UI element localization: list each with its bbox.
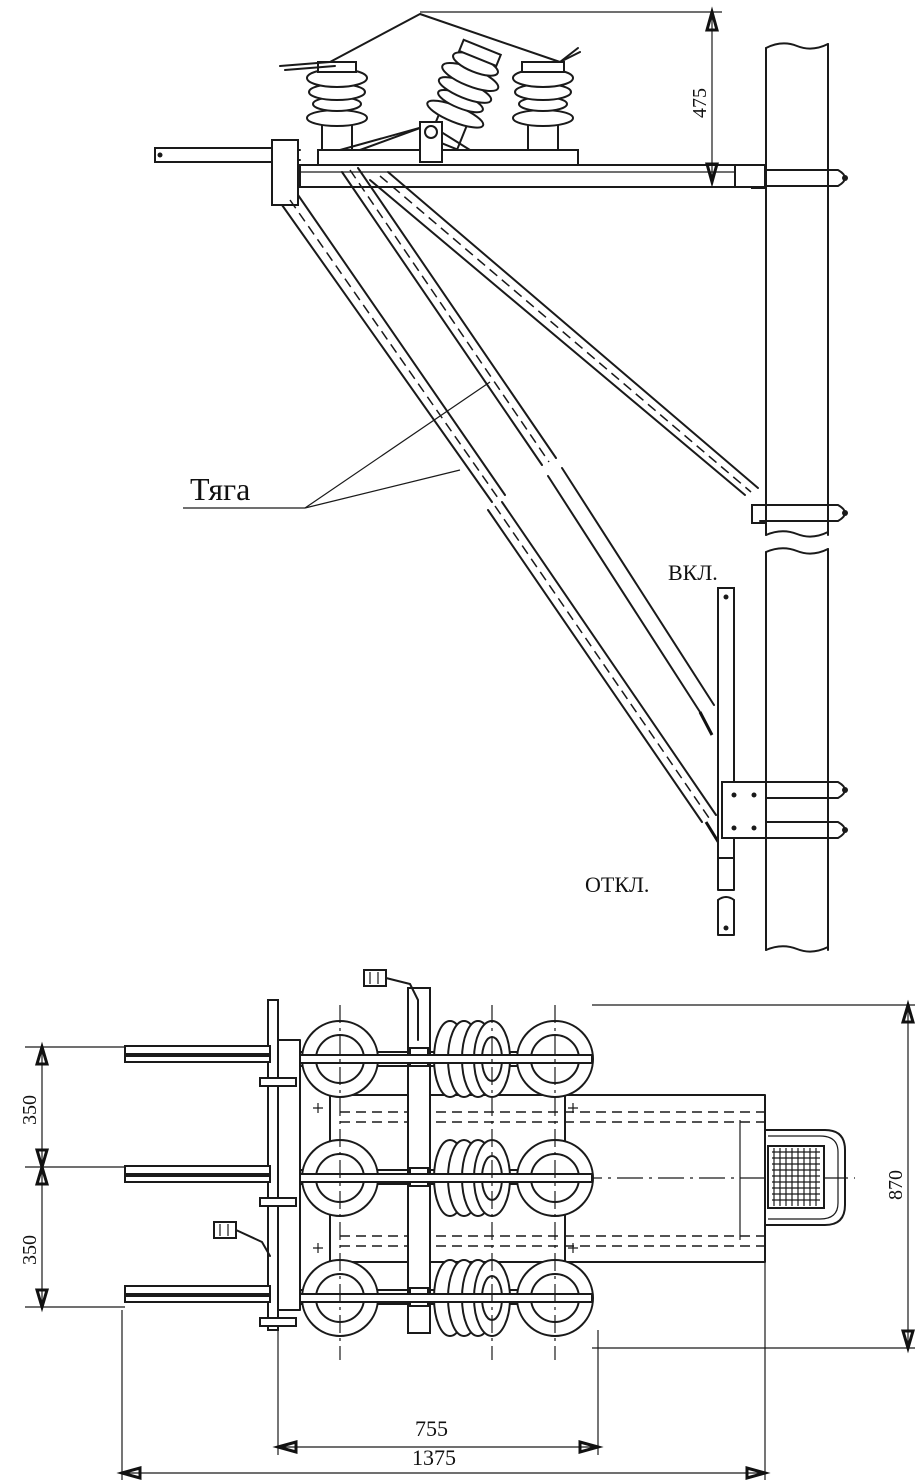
dimension-1375: 1375 bbox=[116, 1262, 771, 1480]
pole-grid bbox=[764, 1129, 846, 1226]
plan-insulators bbox=[299, 1005, 594, 1360]
dimension-pitch: 350 350 bbox=[19, 1041, 125, 1313]
operating-rods bbox=[281, 167, 759, 849]
side-labels: Тяга ВКЛ. ОТКЛ. bbox=[183, 381, 718, 897]
clamp-mid bbox=[751, 504, 848, 524]
drive-handle bbox=[717, 587, 767, 936]
dim-350-lower-label: 350 bbox=[19, 1235, 41, 1265]
on-label: ВКЛ. bbox=[668, 560, 718, 585]
off-label: ОТКЛ. bbox=[585, 872, 649, 897]
rod-label: Тяга bbox=[190, 471, 250, 507]
dim-870-label: 870 bbox=[885, 1170, 907, 1200]
dim-755-label: 755 bbox=[415, 1416, 448, 1441]
insulator-right bbox=[512, 61, 574, 151]
dimension-870: 870 bbox=[592, 999, 916, 1354]
plan-rods bbox=[124, 1045, 297, 1327]
row-1 bbox=[299, 1020, 594, 1098]
dim-350-upper-label: 350 bbox=[19, 1095, 41, 1125]
dim-475-label: 475 bbox=[689, 88, 711, 118]
dimension-475: 475 bbox=[420, 6, 765, 188]
grid-pattern bbox=[772, 1148, 820, 1206]
side-view: 475 Тяга ВКЛ. ОТКЛ. bbox=[154, 6, 848, 953]
pole bbox=[765, 42, 829, 953]
dimension-755: 755 bbox=[272, 1330, 604, 1455]
plan-view: 350 350 870 755 1375 bbox=[19, 969, 916, 1480]
clamp-lower-1 bbox=[759, 781, 848, 799]
cross-arm bbox=[154, 139, 766, 206]
insulator-left bbox=[306, 61, 368, 151]
clamp-lower-2 bbox=[759, 821, 848, 839]
dim-1375-label: 1375 bbox=[412, 1445, 456, 1470]
row-3 bbox=[299, 1259, 594, 1337]
insulator-middle bbox=[426, 38, 503, 151]
terminals bbox=[213, 969, 419, 1257]
row-2 bbox=[299, 1139, 594, 1217]
insulators-side bbox=[279, 13, 581, 163]
clamp-top bbox=[751, 169, 848, 189]
